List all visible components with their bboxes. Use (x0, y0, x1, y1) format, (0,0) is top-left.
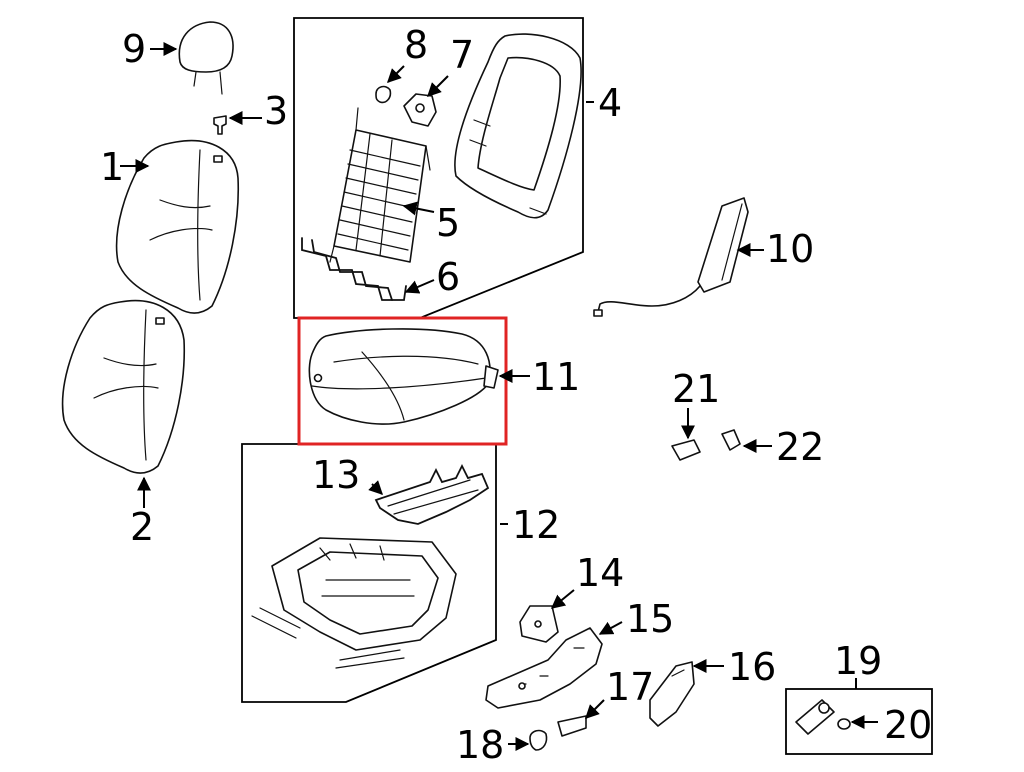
part-hinge-bracket[interactable] (519, 605, 559, 643)
part-clip[interactable] (213, 115, 227, 135)
callout-4[interactable]: 4 (598, 81, 622, 125)
part-cover-trim[interactable] (649, 661, 695, 727)
callout-11[interactable]: 11 (532, 355, 580, 399)
callout-2[interactable]: 2 (130, 505, 154, 549)
part-wire-spring[interactable] (301, 237, 407, 301)
part-cushion-spring[interactable] (374, 463, 490, 525)
callout-15[interactable]: 15 (626, 597, 674, 641)
group-box-lever (785, 688, 933, 755)
part-ring-clip[interactable] (837, 718, 851, 730)
part-bracket[interactable] (403, 93, 437, 127)
leader-lines (120, 42, 878, 751)
callout-12[interactable]: 12 (512, 503, 560, 547)
group-box-seatback-frame (293, 17, 584, 319)
part-lumbar-support[interactable] (329, 107, 431, 263)
part-cushion-frame[interactable] (251, 537, 457, 669)
callout-labels: 9 3 1 2 8 7 4 5 6 10 11 21 22 13 12 14 1… (100, 23, 932, 767)
part-headrest[interactable] (178, 21, 234, 95)
callout-7[interactable]: 7 (450, 33, 474, 77)
part-harness-clip[interactable] (671, 439, 701, 461)
callout-18[interactable]: 18 (456, 723, 504, 767)
callout-5[interactable]: 5 (436, 201, 460, 245)
callout-21[interactable]: 21 (672, 367, 720, 411)
part-seatback-pad[interactable] (61, 299, 186, 474)
callout-3[interactable]: 3 (264, 89, 288, 133)
callout-6[interactable]: 6 (436, 255, 460, 299)
part-side-shield[interactable] (485, 627, 603, 709)
callout-9[interactable]: 9 (122, 27, 146, 71)
part-lift-lever[interactable] (557, 715, 587, 737)
part-knob[interactable] (529, 729, 548, 751)
callout-13[interactable]: 13 (312, 453, 360, 497)
callout-16[interactable]: 16 (728, 645, 776, 689)
callout-20[interactable]: 20 (884, 703, 932, 747)
callout-14[interactable]: 14 (576, 551, 624, 595)
callout-22[interactable]: 22 (776, 425, 824, 469)
part-recline-handle[interactable] (795, 699, 835, 735)
callout-19[interactable]: 19 (834, 639, 882, 683)
callout-8[interactable]: 8 (404, 23, 428, 67)
callout-17[interactable]: 17 (606, 665, 654, 709)
part-seatback-frame[interactable] (454, 33, 582, 219)
part-spring-clip[interactable] (375, 85, 392, 104)
part-retainer-clip[interactable] (721, 429, 741, 451)
part-side-airbag[interactable] (593, 197, 749, 317)
callout-1[interactable]: 1 (100, 145, 124, 189)
part-seat-cushion[interactable] (308, 328, 499, 425)
callout-10[interactable]: 10 (766, 227, 814, 271)
